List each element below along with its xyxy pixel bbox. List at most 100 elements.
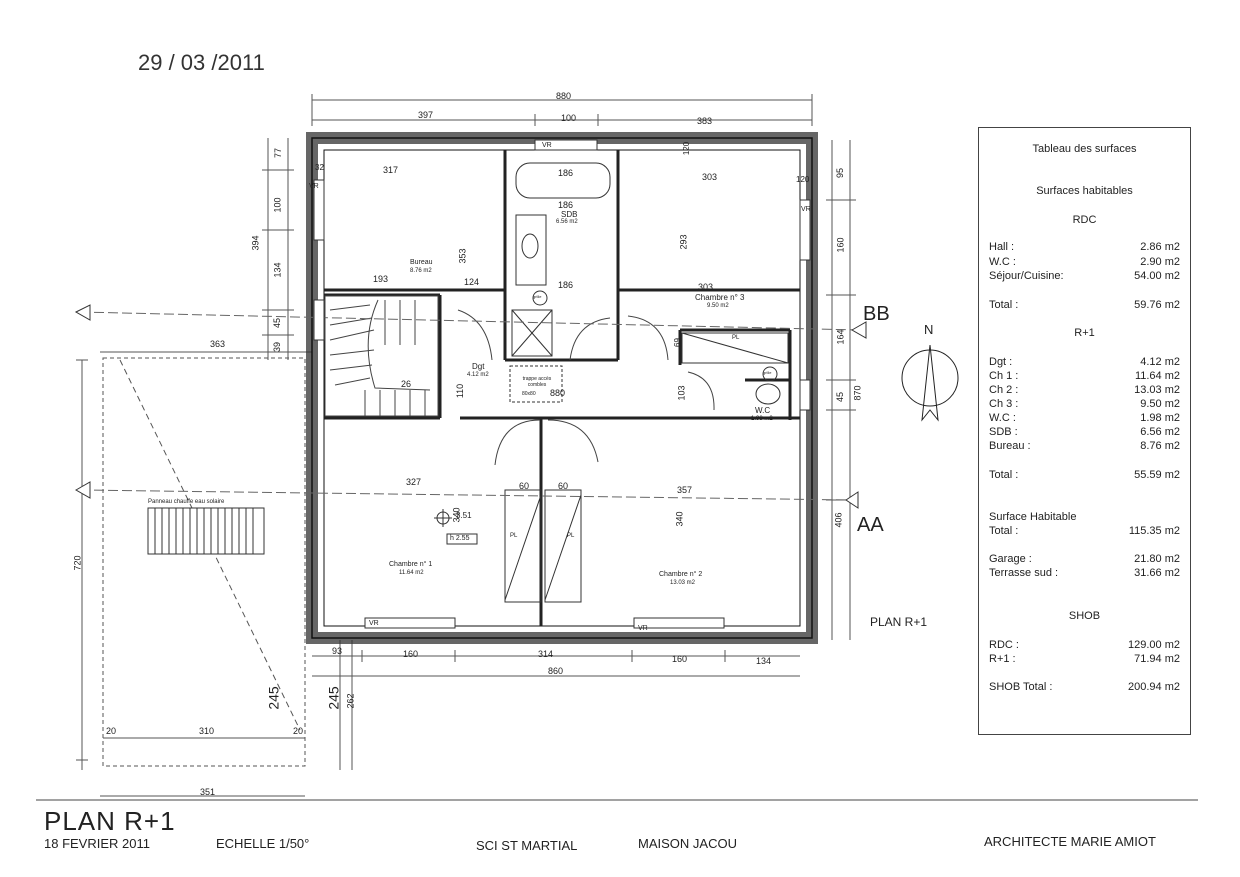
section-bb-label: BB — [863, 303, 890, 325]
vr-label-right: VR — [801, 206, 811, 213]
dim-357: 357 — [677, 485, 693, 495]
dim-right-870: 870 — [852, 385, 863, 401]
r1-row-value: 1.98 m2 — [1140, 412, 1180, 424]
r1-row-value: 13.03 m2 — [1134, 384, 1180, 396]
r1-row-value: 9.50 m2 — [1140, 398, 1180, 410]
r1-row-key: Ch 1 : — [989, 370, 1019, 382]
trappe-label: trappe accès combles — [522, 376, 552, 388]
room-wc: W.C — [755, 406, 771, 415]
surfaces-table: Tableau des surfaces Surfaces habitables… — [978, 127, 1191, 735]
shob-rdc-value: 129.00 m2 — [1128, 639, 1180, 651]
shob-r1-value: 71.94 m2 — [1134, 653, 1180, 665]
dim-right-45: 45 — [835, 391, 846, 403]
dim-bottom-93: 93 — [332, 646, 343, 656]
room-sdb: SDB — [561, 210, 578, 219]
dim-left-a: 77 — [273, 147, 284, 159]
r1-row-key: Bureau : — [989, 440, 1031, 452]
rdc-row-value: 2.86 m2 — [1140, 241, 1180, 253]
sh-total-row: Total : 115.35 m2 — [989, 525, 1180, 539]
dim-880-inner: 880 — [550, 388, 566, 398]
rdc-total-row: Total :59.76 m2 — [989, 299, 1180, 313]
rdc-row: Séjour/Cuisine:54.00 m2 — [989, 270, 1180, 284]
dim-303a: 303 — [702, 172, 718, 182]
shob-rdc-row: RDC :129.00 m2 — [989, 639, 1180, 653]
dim-terr-310: 310 — [199, 726, 215, 736]
rdc-row-key: Hall : — [989, 241, 1015, 253]
placard-ch1: PL — [510, 533, 518, 539]
dim-terr-351: 351 — [200, 787, 216, 797]
plan-small-label: PLAN R+1 — [870, 615, 928, 629]
dim-120a: 120 — [682, 141, 692, 156]
room-ch3-area: 9.50 m2 — [707, 303, 729, 309]
stair-count: 26 — [401, 379, 412, 389]
r1-row: Dgt : 4.12 m2 — [989, 356, 1180, 370]
dim-32: 32 — [315, 163, 324, 172]
terrasse-row: Terrasse sud :31.66 m2 — [989, 567, 1180, 581]
dim-left-e: 39 — [272, 341, 283, 353]
garage-row: Garage :21.80 m2 — [989, 553, 1180, 567]
rdc-row-value: 54.00 m2 — [1134, 270, 1180, 282]
dim-bottom-860: 860 — [548, 666, 564, 676]
rdc-row: W.C :2.90 m2 — [989, 256, 1180, 270]
r1-row-value: 6.56 m2 — [1140, 426, 1180, 438]
dim-340b: 340 — [674, 511, 685, 527]
radiator-marker — [434, 509, 478, 545]
solar-panel-hatching — [154, 508, 254, 554]
north-label: N — [924, 322, 934, 337]
room-ch2-area: 13.03 m2 — [670, 580, 696, 586]
dim-186b: 186 — [558, 200, 574, 210]
vr-label-left: VR — [309, 183, 319, 190]
r1-total-key: Total : — [989, 469, 1019, 481]
section-aa-label: AA — [857, 514, 884, 536]
garage-key: Garage : — [989, 553, 1032, 565]
dim-293: 293 — [678, 234, 689, 250]
window-markers — [313, 139, 811, 629]
ceiling-height: h 2.55 — [450, 535, 470, 542]
dim-303b: 303 — [698, 282, 714, 292]
dim-bottom-160b: 160 — [672, 654, 688, 664]
grille-sdb: grille — [533, 294, 542, 299]
r1-row: Ch 2 :13.03 m2 — [989, 384, 1180, 398]
sh-total-value: 115.35 m2 — [1128, 525, 1180, 537]
rdc-row-value: 2.90 m2 — [1140, 256, 1180, 268]
bathroom-fixtures — [511, 162, 789, 405]
room-ch1-area: 11.64 m2 — [399, 570, 424, 576]
trappe-outline — [509, 365, 563, 403]
left-dimension-lines — [76, 138, 312, 770]
dim-60b: 60 — [558, 481, 569, 491]
sh-total-key: Total : — [989, 525, 1019, 537]
closets — [504, 489, 582, 603]
dim-right-95: 95 — [835, 167, 846, 179]
surfaces-table-subtitle: Surfaces habitables — [1036, 185, 1133, 197]
dim-317: 317 — [383, 165, 399, 175]
right-dimension-lines — [826, 140, 856, 640]
dim-bottom-160a: 160 — [403, 649, 419, 659]
door-swings — [457, 309, 715, 466]
placard-ch2: PL — [567, 533, 575, 539]
vr-label-bottom-left: VR — [369, 620, 379, 627]
rdc-total-value: 59.76 m2 — [1134, 299, 1180, 311]
dim-124: 124 — [464, 277, 480, 287]
room-wc-area: 1.98 m2 — [751, 416, 773, 422]
rdc-row: Hall : 2.86 m2 — [989, 241, 1180, 255]
r1-row-value: 4.12 m2 — [1140, 356, 1180, 368]
dim-right-164: 164 — [835, 329, 846, 345]
r1-row: Ch 1 :11.64 m2 — [989, 370, 1180, 384]
dim-left-d: 45 — [272, 317, 283, 329]
r1-row-key: Ch 3 : — [989, 398, 1019, 410]
shob-r1-key: R+1 : — [989, 653, 1016, 665]
dim-top-a: 397 — [418, 110, 434, 120]
room-bureau-area: 8.76 m2 — [410, 268, 432, 274]
panneau-label: Panneau chauffe eau solaire — [148, 499, 225, 505]
north-arrow-icon — [901, 344, 959, 422]
r1-row-key: Dgt : — [989, 356, 1013, 368]
r1-row: Bureau :8.76 m2 — [989, 440, 1180, 454]
footer-project: MAISON JACOU — [638, 836, 737, 851]
dim-right-160: 160 — [835, 237, 846, 253]
dim-left-total: 394 — [250, 235, 261, 251]
dim-bottom-134: 134 — [756, 656, 772, 666]
footer-date: 18 FEVRIER 2011 — [44, 836, 150, 851]
dim-left-720: 720 — [72, 555, 83, 571]
dim-69: 69 — [672, 338, 682, 347]
